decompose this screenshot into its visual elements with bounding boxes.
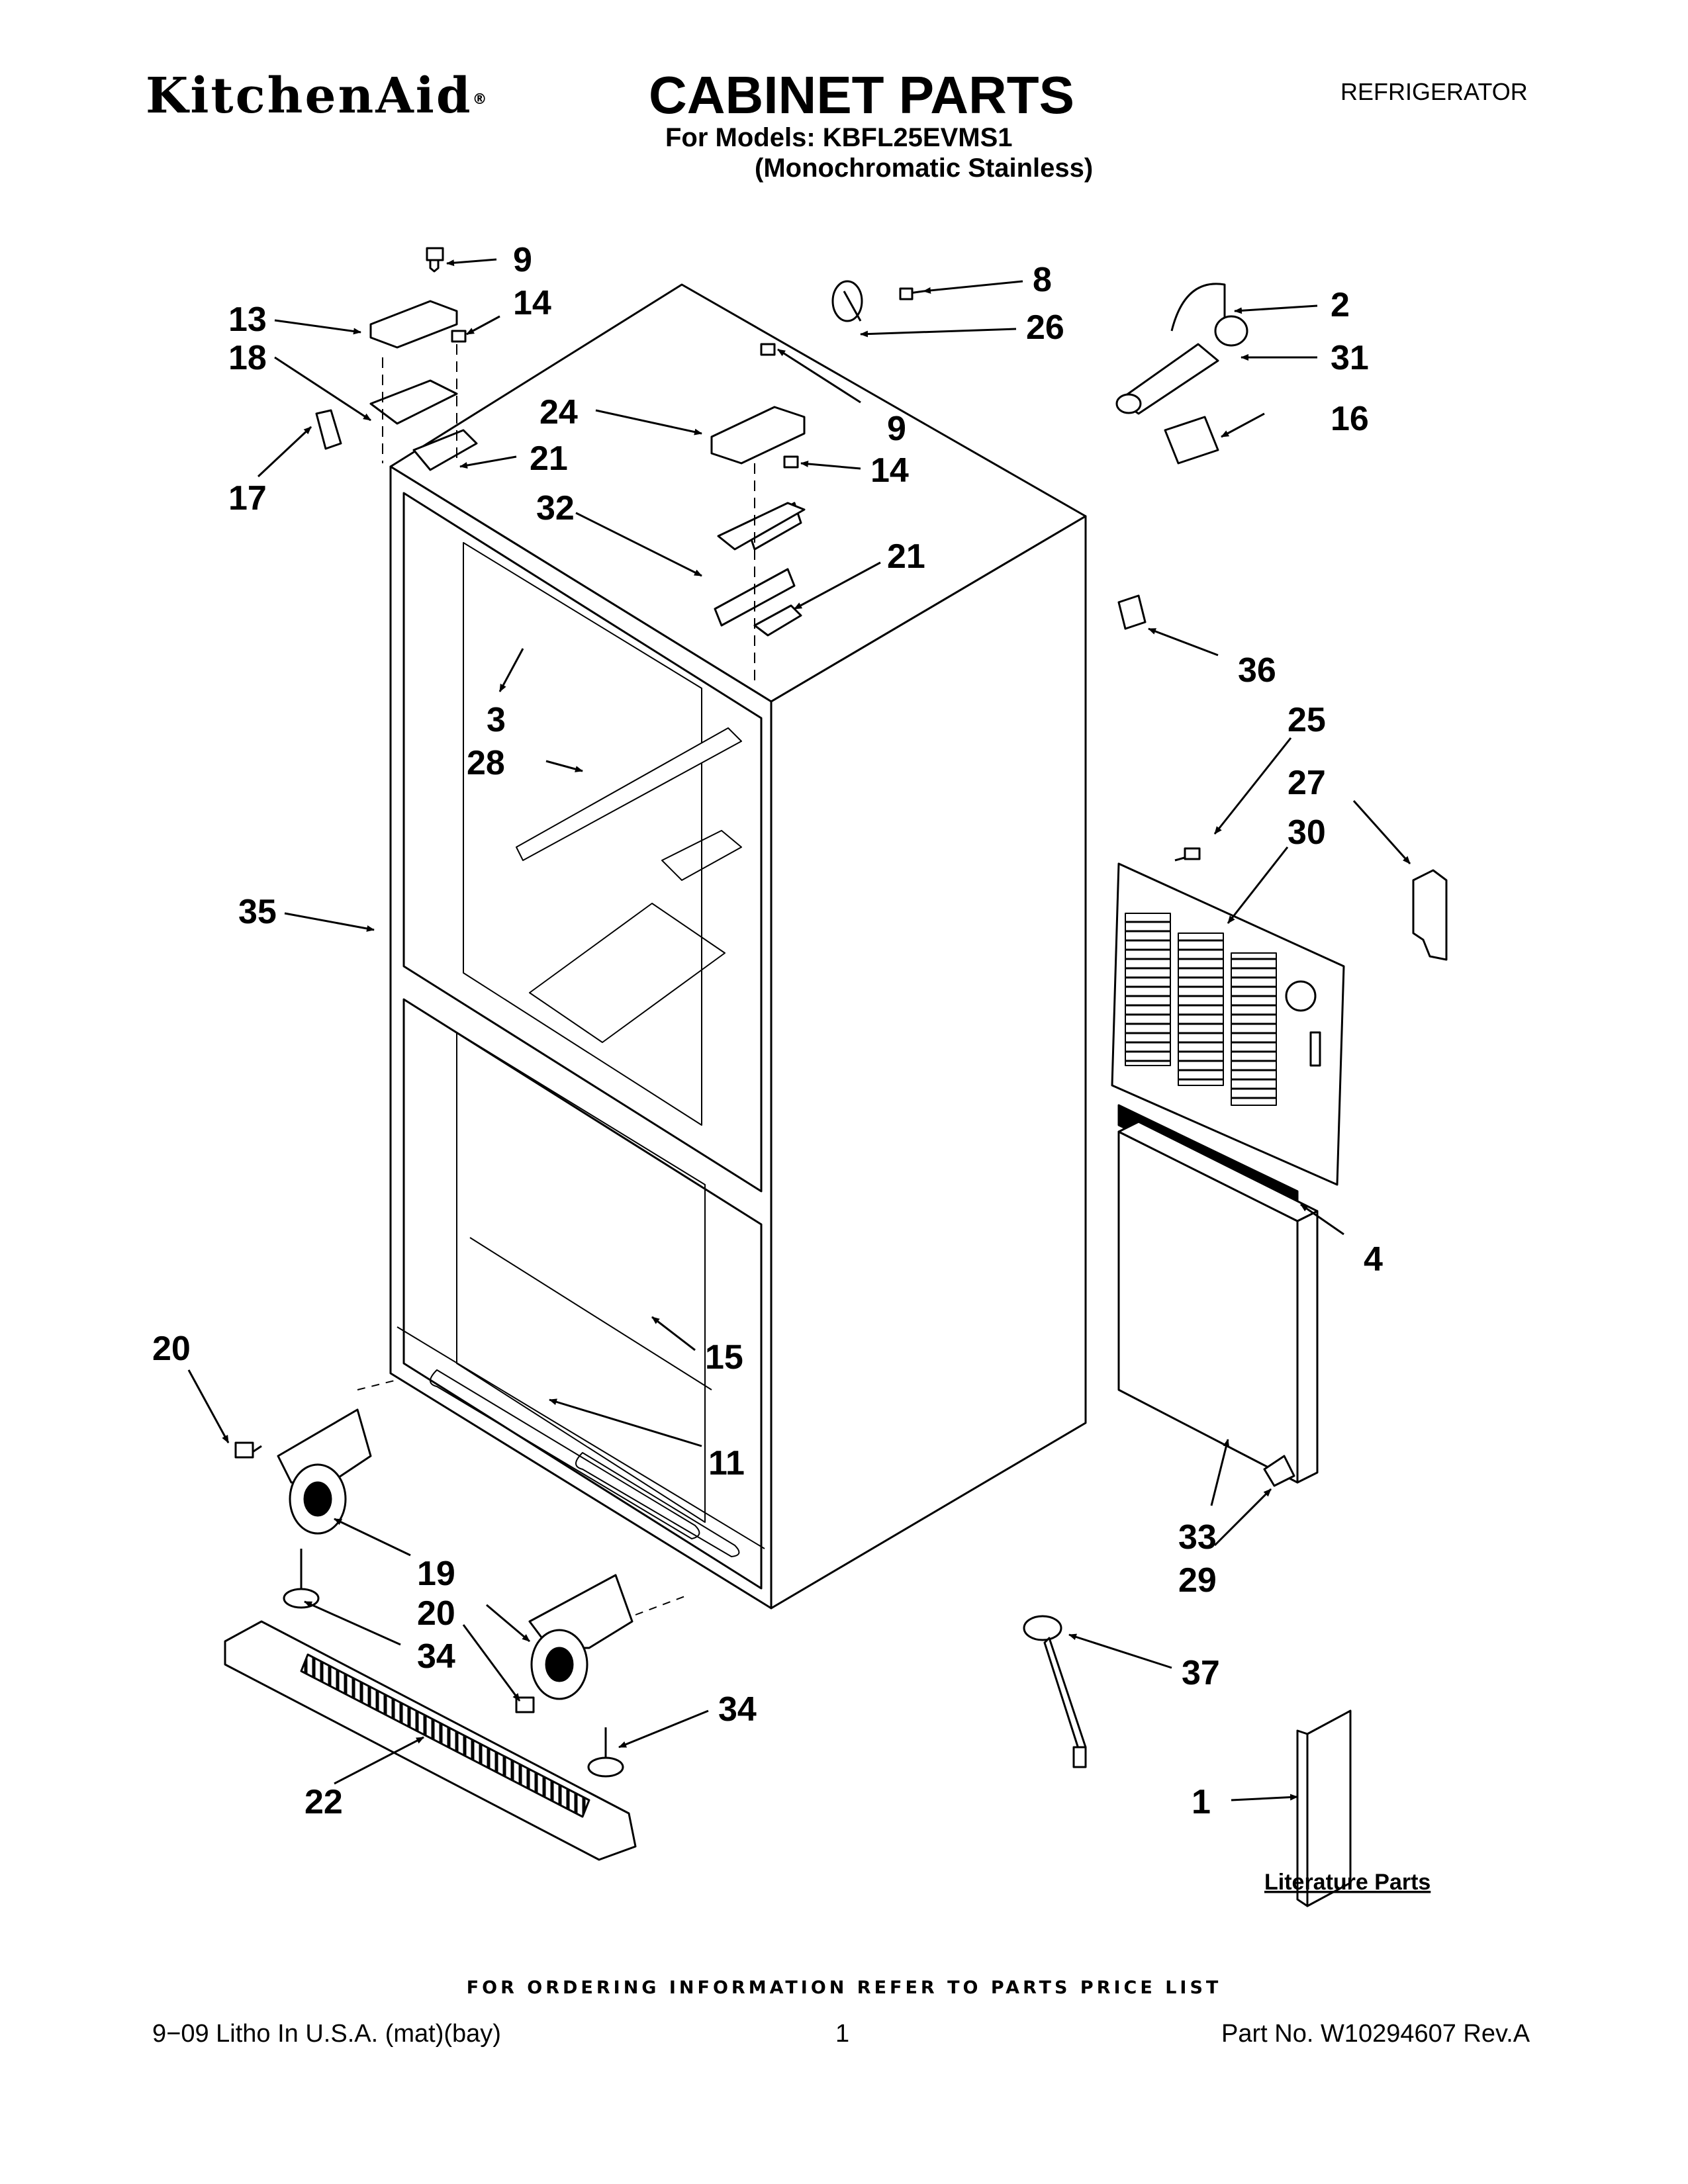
callout-24: 24: [539, 393, 578, 432]
callout-14-left: 14: [513, 284, 551, 322]
callout-34-left: 34: [417, 1637, 455, 1676]
callout-18: 18: [228, 339, 267, 377]
callout-14-center: 14: [870, 451, 909, 490]
callout-21-center: 21: [887, 537, 925, 576]
left-hinge-assembly: [315, 247, 478, 471]
exploded-parts-diagram: 9 8 2 26 31 16 13 14 18 17 21 9 24 14 32…: [152, 241, 1448, 1907]
part-number: Part No. W10294607 Rev.A: [1221, 2020, 1530, 2048]
callout-26: 26: [1026, 308, 1064, 347]
callout-11: 11: [708, 1444, 745, 1482]
product-category: REFRIGERATOR: [1340, 78, 1528, 105]
callout-2: 2: [1331, 286, 1350, 324]
callout-29: 29: [1178, 1561, 1217, 1600]
callout-19: 19: [417, 1555, 455, 1593]
variant-line: (Monochromatic Stainless): [755, 154, 1094, 183]
callout-22: 22: [305, 1783, 343, 1821]
literature-parts-label: Literature Parts: [1264, 1870, 1430, 1895]
center-hinge-assembly: [710, 343, 806, 682]
callout-8: 8: [1033, 261, 1052, 299]
callout-25: 25: [1288, 701, 1326, 739]
callout-9-top-left: 9: [513, 241, 532, 279]
callout-27: 27: [1288, 764, 1326, 802]
callout-32: 32: [536, 489, 575, 527]
page-title: CABINET PARTS: [649, 66, 1074, 124]
callout-20-center: 20: [417, 1594, 455, 1633]
upper-right-parts: [831, 280, 1248, 630]
callout-31: 31: [1331, 339, 1369, 377]
callout-33: 33: [1178, 1518, 1217, 1557]
callout-1: 1: [1192, 1783, 1211, 1821]
callout-16: 16: [1331, 400, 1369, 438]
callout-34-right: 34: [718, 1690, 757, 1729]
callout-17: 17: [228, 479, 267, 518]
callout-15: 15: [705, 1338, 743, 1377]
registered-mark: ®: [472, 91, 489, 108]
callout-13: 13: [228, 300, 267, 339]
callout-4: 4: [1364, 1240, 1383, 1279]
lower-right-parts: [1023, 1615, 1352, 1907]
rear-panel-assembly: [1111, 847, 1448, 1487]
roller-assemblies: [234, 1379, 689, 1778]
litho-info: 9−09 Litho In U.S.A. (mat)(bay): [152, 2020, 501, 2048]
cabinet-shell: [389, 283, 1087, 1610]
page-number: 1: [835, 2020, 850, 2048]
callout-9-center: 9: [887, 410, 906, 448]
callout-20-left: 20: [152, 1330, 191, 1368]
models-line: For Models: KBFL25EVMS1: [665, 123, 1013, 152]
callout-30: 30: [1288, 813, 1326, 852]
callout-36: 36: [1238, 651, 1276, 690]
brand-logo: KitchenAid®: [146, 68, 489, 124]
callout-37: 37: [1182, 1654, 1220, 1692]
leader-lines: [187, 258, 1411, 1801]
callout-3: 3: [487, 701, 506, 739]
callout-35: 35: [238, 893, 277, 931]
ordering-note: FOR ORDERING INFORMATION REFER TO PARTS …: [466, 1978, 1222, 1998]
callout-28: 28: [467, 744, 505, 782]
toe-grille: [224, 1620, 637, 1861]
callout-21-left: 21: [530, 439, 568, 478]
